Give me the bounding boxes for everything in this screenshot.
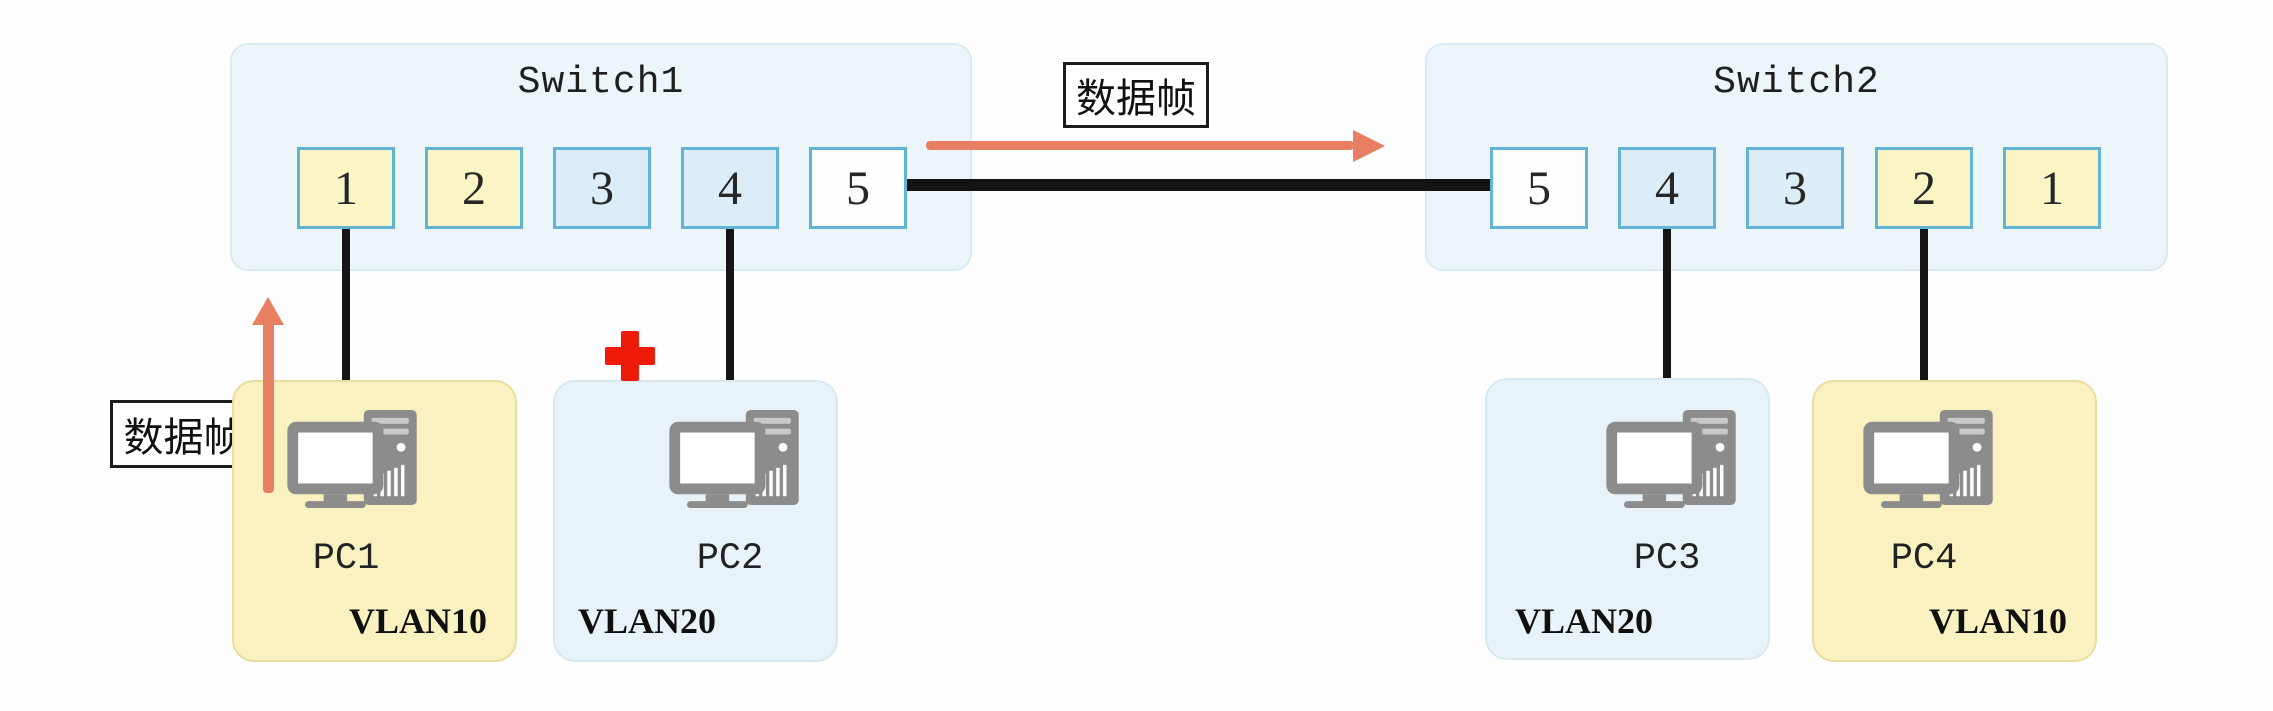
pc4-desktop-computer-icon xyxy=(1860,410,2000,508)
frame-arrow-up-head-icon xyxy=(252,297,284,325)
frame-arrow-right-shaft xyxy=(926,141,1354,150)
switch2-title: Switch2 xyxy=(1713,61,1880,104)
cable-switch2-port4-pc3 xyxy=(1663,229,1671,428)
pc1-desktop-computer-icon xyxy=(284,410,424,508)
pc1-name: PC1 xyxy=(312,538,380,580)
switch2-port-4: 4 xyxy=(1618,147,1716,229)
pc3-name: PC3 xyxy=(1633,538,1701,580)
cable-switch1-port1-pc1 xyxy=(342,228,350,428)
red-cross-icon xyxy=(605,331,655,381)
pc2-desktop-computer-icon xyxy=(666,410,806,508)
switch2-port-3: 3 xyxy=(1746,147,1844,229)
pc1-vlan-label: VLAN10 xyxy=(348,601,487,641)
switch1-port-4: 4 xyxy=(681,147,779,229)
switch1-port-5: 5 xyxy=(809,147,907,229)
pc3-desktop-computer-icon xyxy=(1603,410,1743,508)
pc4-name: PC4 xyxy=(1890,538,1958,580)
red-cross-horizontal-bar xyxy=(605,347,655,365)
frame-label-top: 数据帧 xyxy=(1063,62,1209,128)
pc2-vlan-label: VLAN20 xyxy=(578,601,717,641)
switch2-port-2: 2 xyxy=(1875,147,1973,229)
cable-switch2-port2-pc4 xyxy=(1920,229,1928,428)
switch1-port-1: 1 xyxy=(297,147,395,229)
switch2-port-1: 1 xyxy=(2003,147,2101,229)
pc3-vlan-label: VLAN20 xyxy=(1515,601,1654,641)
frame-arrow-up-shaft xyxy=(263,322,274,493)
frame-arrow-right-head-icon xyxy=(1353,130,1385,162)
switch1-port-3: 3 xyxy=(553,147,651,229)
switch2-port-5: 5 xyxy=(1490,147,1588,229)
pc2-name: PC2 xyxy=(696,538,764,580)
pc4-vlan-label: VLAN10 xyxy=(1928,601,2067,641)
switch1-title: Switch1 xyxy=(517,61,685,104)
trunk-link-switch1-switch2 xyxy=(905,179,1493,191)
switch1-port-2: 2 xyxy=(425,147,523,229)
cable-switch1-port4-pc2 xyxy=(726,228,734,428)
